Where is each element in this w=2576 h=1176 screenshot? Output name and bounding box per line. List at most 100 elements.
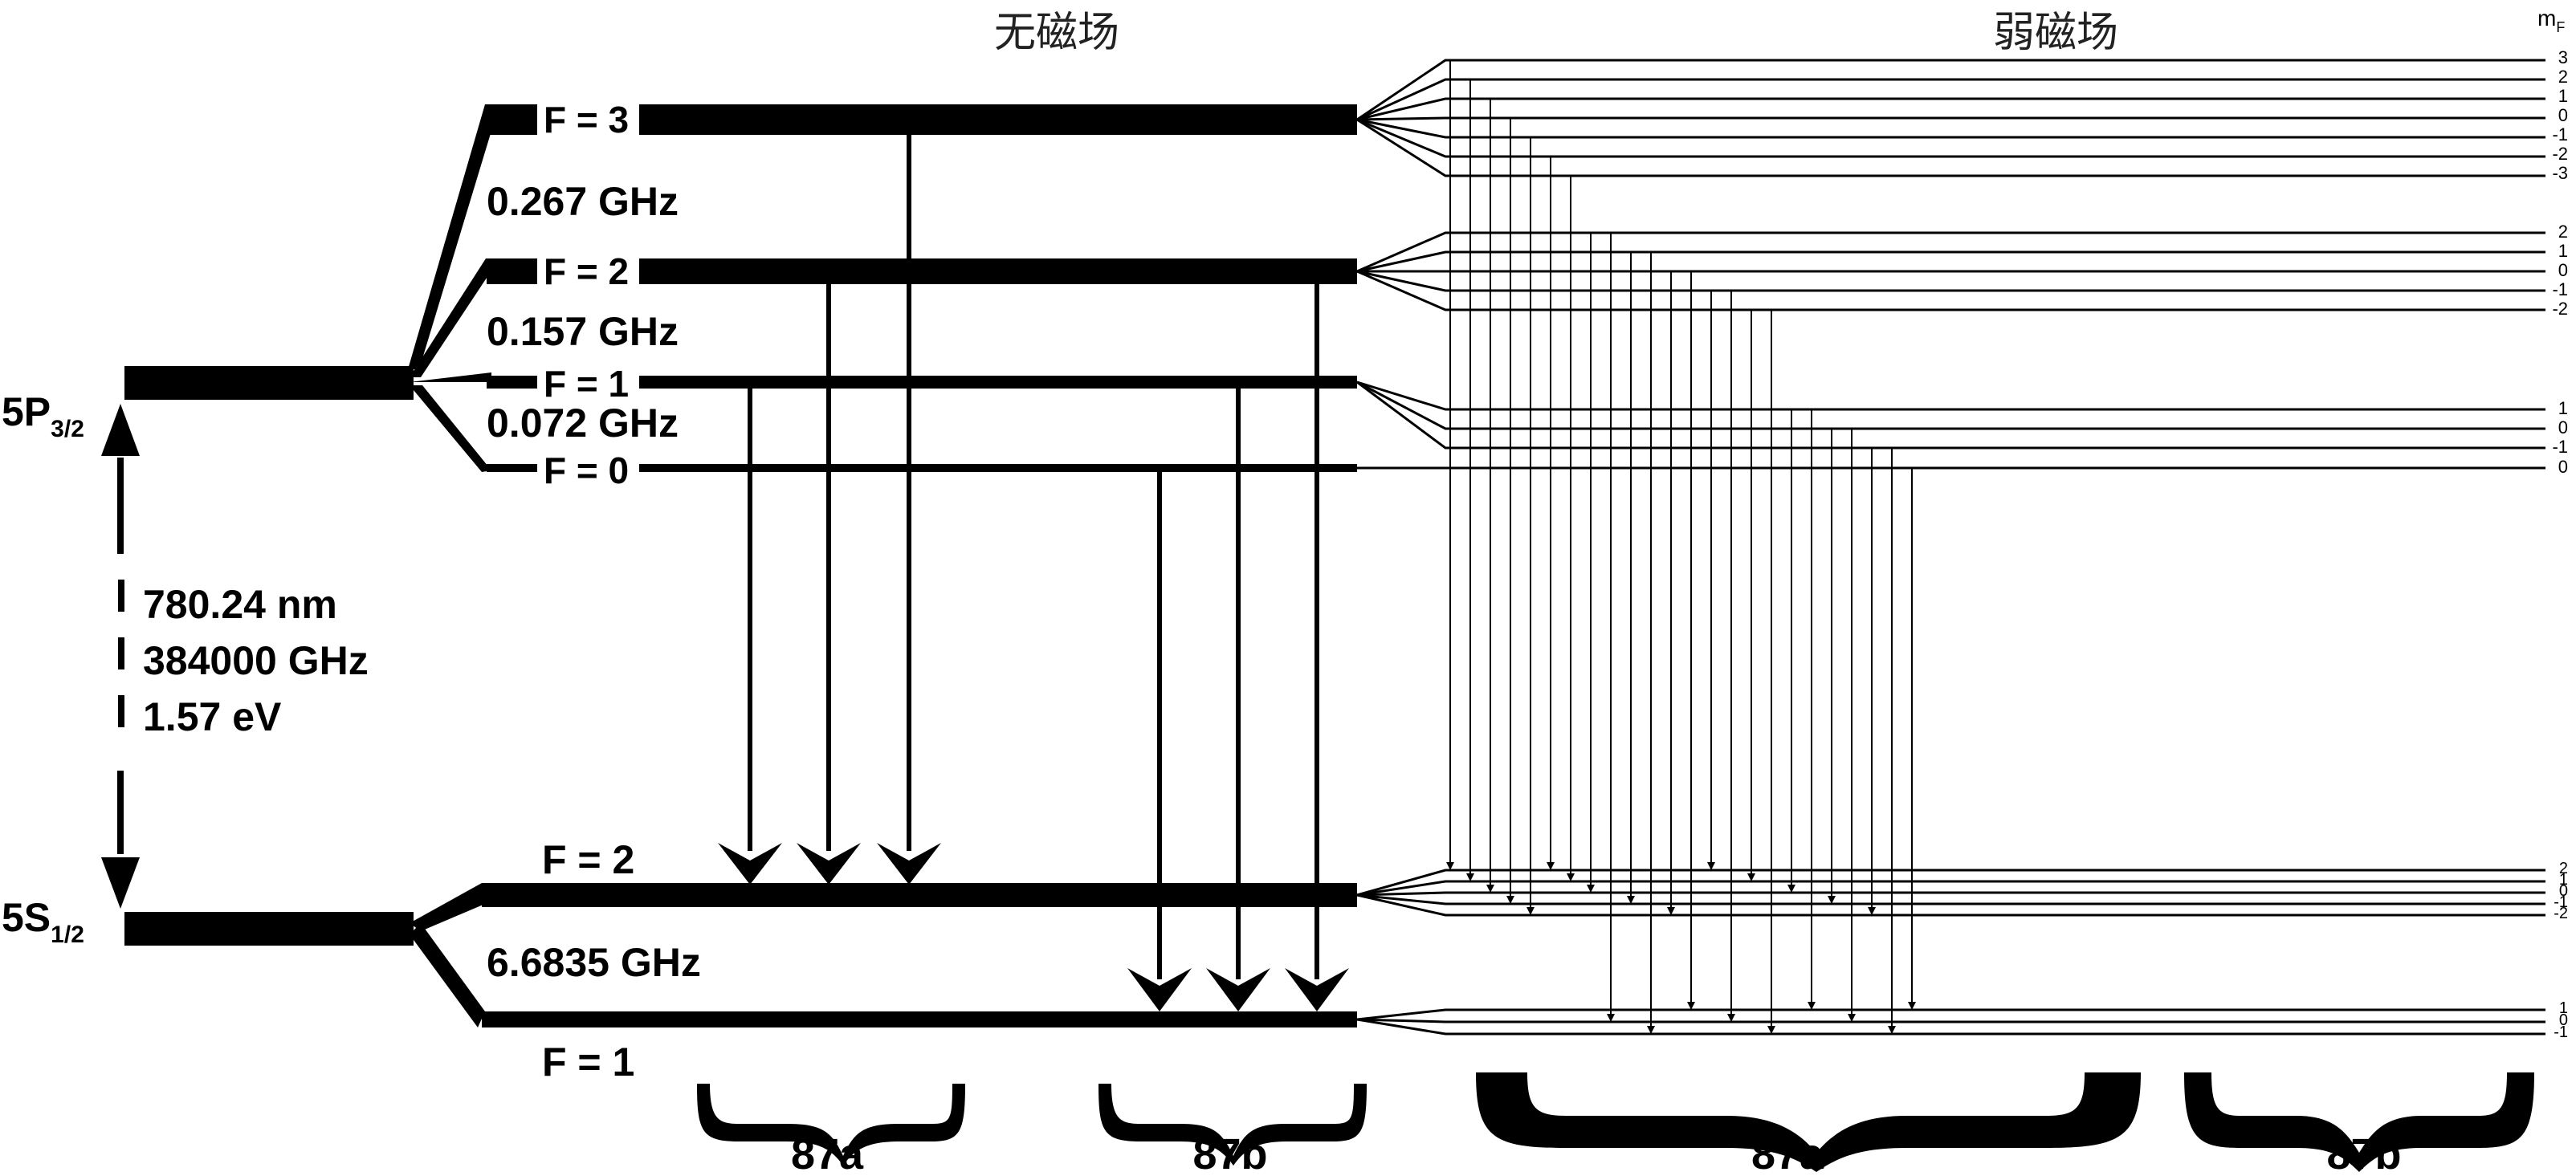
zeeman-sublevel-e-f3-6 xyxy=(1356,118,2545,177)
mf-labels: 3 2 1 0 -1 -2 -3 2 1 0 -1 -2 1 0 -1 0 2 … xyxy=(2552,47,2568,1041)
splitting-f2-f1: 0.157 GHz xyxy=(487,309,679,354)
zeeman-arrowhead-8 xyxy=(1607,1014,1615,1022)
zero-field-arrowheads xyxy=(718,843,1349,1011)
zeeman-sublevel-e-f2-4 xyxy=(1356,270,2545,311)
mf-label-g-f2-3: -1 xyxy=(2554,893,2568,911)
zeeman-arrowhead-22 xyxy=(1888,1026,1896,1034)
transition-wavelength: 780.24 nm xyxy=(143,582,337,627)
zeeman-sublevel-e-f3-4 xyxy=(1356,118,2545,139)
mf-label-e-f1-2: -1 xyxy=(2552,437,2568,457)
zeeman-arrowhead-6 xyxy=(1567,873,1575,881)
zeeman-arrowhead-21 xyxy=(1868,907,1876,915)
brace-zero-field-87a xyxy=(697,1084,965,1166)
brace-zero-field-87b xyxy=(1098,1084,1367,1166)
zeeman-arrowhead-5 xyxy=(1547,862,1555,870)
hyperfine-label-e-f2: F = 2 xyxy=(544,250,629,292)
zeeman-sublevel-e-f3-5 xyxy=(1356,118,2545,158)
transition-energy: 1.57 eV xyxy=(143,694,282,739)
zeeman-arrowhead-7 xyxy=(1587,885,1595,893)
mf-label-g-f1-2: -1 xyxy=(2554,1023,2568,1041)
zeeman-sublevel-e-f1-1 xyxy=(1356,380,2545,430)
zeeman-sublevel-e-f3-2 xyxy=(1356,97,2545,121)
zeeman-sublevel-g-f1-0 xyxy=(1356,1008,2545,1021)
mf-label-e-f3-2: 1 xyxy=(2558,86,2568,106)
level-label-5p32: 5P3/2 xyxy=(2,389,84,442)
mf-label-e-f2-4: -2 xyxy=(2552,299,2568,319)
zeeman-sublevel-e-f2-0 xyxy=(1356,231,2545,273)
splitting-f3-f2: 0.267 GHz xyxy=(487,179,679,224)
hyperfine-label-e-f0: F = 0 xyxy=(544,450,629,491)
zeeman-arrowhead-3 xyxy=(1506,896,1514,904)
hyperfine-level-g-f1 xyxy=(482,1011,1357,1027)
mf-label-g-f1-0: 1 xyxy=(2559,999,2568,1017)
hyperfine-label-g-f2: F = 2 xyxy=(542,837,634,882)
mf-label-e-f2-3: -1 xyxy=(2552,279,2568,299)
zeeman-arrowhead-1 xyxy=(1466,873,1474,881)
hyperfine-level-e-f1 xyxy=(487,376,1357,389)
zeeman-sublevel-e-f2-1 xyxy=(1356,250,2545,273)
hyperfine-level-e-f3 xyxy=(487,104,1357,135)
zeeman-sublevel-e-f2-3 xyxy=(1356,270,2545,292)
splitting-ground: 6.6835 GHz xyxy=(487,940,701,985)
zeeman-sublevel-e-f3-3 xyxy=(1356,116,2545,121)
zeeman-sublevel-e-f3-0 xyxy=(1356,59,2545,121)
weak-field-header: 弱磁场 xyxy=(1993,9,2118,57)
zeeman-arrowhead-13 xyxy=(1707,862,1715,870)
excited-hyperfine-fan xyxy=(408,104,499,472)
brace-weak-field-87a xyxy=(1476,1072,2141,1172)
mf-label-e-f2-0: 2 xyxy=(2558,222,2568,242)
mf-label-g-f2-1: 1 xyxy=(2559,871,2568,889)
zeeman-arrowhead-14 xyxy=(1727,1014,1735,1022)
optical-transition-arrow xyxy=(101,404,140,909)
mf-label-g-f2-2: 0 xyxy=(2559,882,2568,900)
zeeman-arrowhead-10 xyxy=(1647,1026,1655,1034)
brace-weak-field-87b xyxy=(2184,1072,2534,1172)
mf-label-g-f2-0: 2 xyxy=(2559,860,2568,877)
hyperfine-label-g-f1: F = 1 xyxy=(542,1040,634,1084)
hyperfine-label-e-f1: F = 1 xyxy=(544,363,629,405)
zeeman-arrowhead-12 xyxy=(1687,1002,1695,1010)
zeeman-arrowhead-16 xyxy=(1767,1026,1775,1034)
level-5p32-bar xyxy=(124,366,414,400)
zero-field-transitions xyxy=(748,135,1319,979)
level-label-5s12: 5S1/2 xyxy=(2,895,84,948)
hyperfine-label-e-f3: F = 3 xyxy=(544,99,629,140)
mf-label-e-f1-0: 1 xyxy=(2558,398,2568,418)
zeeman-arrowhead-20 xyxy=(1848,1014,1856,1022)
zeeman-arrowhead-15 xyxy=(1747,873,1755,881)
zeeman-arrowhead-23 xyxy=(1908,1002,1916,1010)
zeeman-arrowhead-17 xyxy=(1787,885,1795,893)
zeeman-arrowhead-2 xyxy=(1486,885,1494,893)
ground-hyperfine-fan xyxy=(410,883,485,1027)
zeeman-sublevel-g-f2-4 xyxy=(1356,893,2545,917)
zeeman-sublevel-g-f2-0 xyxy=(1356,869,2545,897)
hyperfine-level-g-f2 xyxy=(482,883,1357,907)
zeeman-arrowhead-4 xyxy=(1526,907,1535,915)
mf-label-e-f3-1: 2 xyxy=(2558,67,2568,87)
zeeman-arrowhead-11 xyxy=(1667,907,1675,915)
splitting-f1-f0: 0.072 GHz xyxy=(487,401,679,446)
group-label-zero-field-87a: 87a xyxy=(791,1130,864,1176)
zeeman-sublevel-g-f1-2 xyxy=(1356,1018,2545,1036)
hyperfine-level-e-f0 xyxy=(487,464,1357,472)
mf-label-e-f3-4: -1 xyxy=(2552,124,2568,144)
zeeman-sublevel-g-f2-3 xyxy=(1356,893,2545,905)
zeeman-sublevel-e-f1-0 xyxy=(1356,380,2545,411)
zeeman-sublevel-g-f1-1 xyxy=(1356,1018,2545,1023)
mf-label-e-f1-1: 0 xyxy=(2558,417,2568,437)
zeeman-sublevel-g-f2-1 xyxy=(1356,880,2545,897)
zeeman-sublevel-g-f2-2 xyxy=(1356,891,2545,897)
zeeman-sublevel-e-f1-2 xyxy=(1356,380,2545,450)
mf-column-header: mF xyxy=(2537,6,2565,35)
mf-label-e-f3-5: -2 xyxy=(2552,144,2568,164)
zeeman-arrowhead-9 xyxy=(1627,896,1635,904)
zeeman-sublevel-e-f3-1 xyxy=(1356,78,2545,121)
no-field-header: 无磁场 xyxy=(994,9,1119,57)
zeeman-arrowhead-19 xyxy=(1828,896,1836,904)
zeeman-arrowhead-18 xyxy=(1808,1002,1816,1010)
mf-label-e-f2-1: 1 xyxy=(2558,241,2568,261)
transition-frequency: 384000 GHz xyxy=(143,638,369,683)
mf-label-e-f3-3: 0 xyxy=(2558,105,2568,125)
group-label-zero-field-87b: 87b xyxy=(1192,1130,1267,1176)
